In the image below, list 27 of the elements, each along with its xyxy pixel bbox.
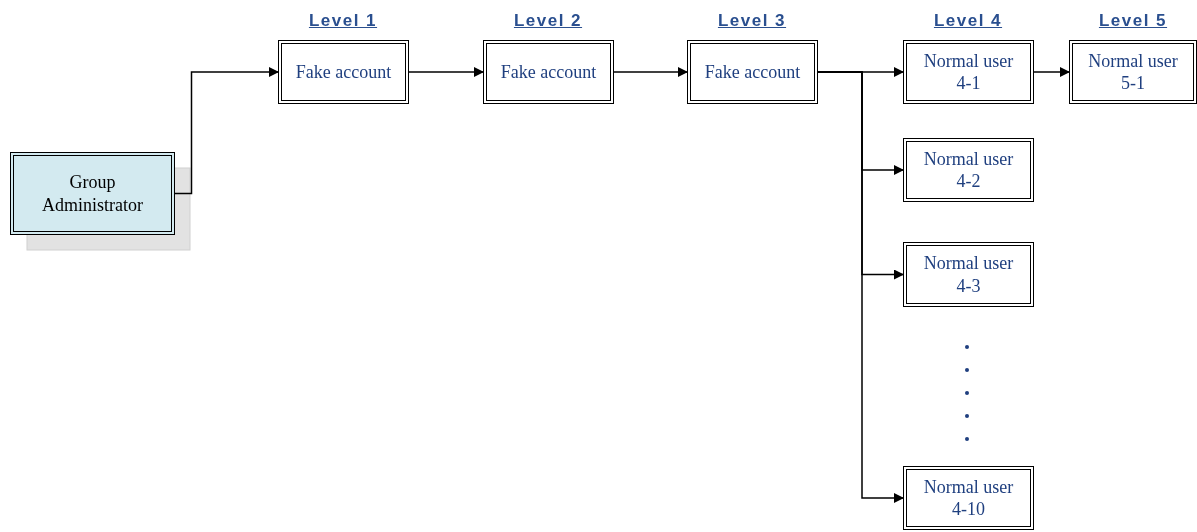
node-label: Fake account [500, 60, 597, 84]
account-box [483, 40, 614, 104]
level-heading: Level 2 [513, 12, 583, 29]
node-label: Normal user 4-1 [922, 49, 1015, 95]
level-heading: Level 4 [933, 12, 1003, 29]
account-box [903, 138, 1034, 202]
arrow [613, 67, 688, 77]
node-label: Normal user 5-1 [1087, 49, 1179, 95]
account-box [903, 242, 1034, 307]
arrow [408, 67, 484, 77]
admin-box [10, 152, 175, 235]
node-label: Group Administrator [41, 171, 144, 216]
arrow [1033, 67, 1070, 77]
account-box [903, 466, 1034, 530]
account-box [903, 40, 1034, 104]
level-heading: Level 5 [1098, 12, 1168, 29]
node-label: Fake account [704, 60, 801, 84]
node-label: Normal user 4-2 [922, 147, 1015, 193]
account-box [278, 40, 409, 104]
node-label: Normal user 4-3 [922, 252, 1015, 297]
level-heading: Level 1 [308, 12, 378, 29]
account-box [687, 40, 818, 104]
account-box [1069, 40, 1197, 104]
node-label: Fake account [295, 60, 392, 84]
node-label: Normal user 4-10 [922, 475, 1015, 521]
level-heading: Level 3 [717, 12, 787, 29]
arrow [174, 67, 279, 195]
